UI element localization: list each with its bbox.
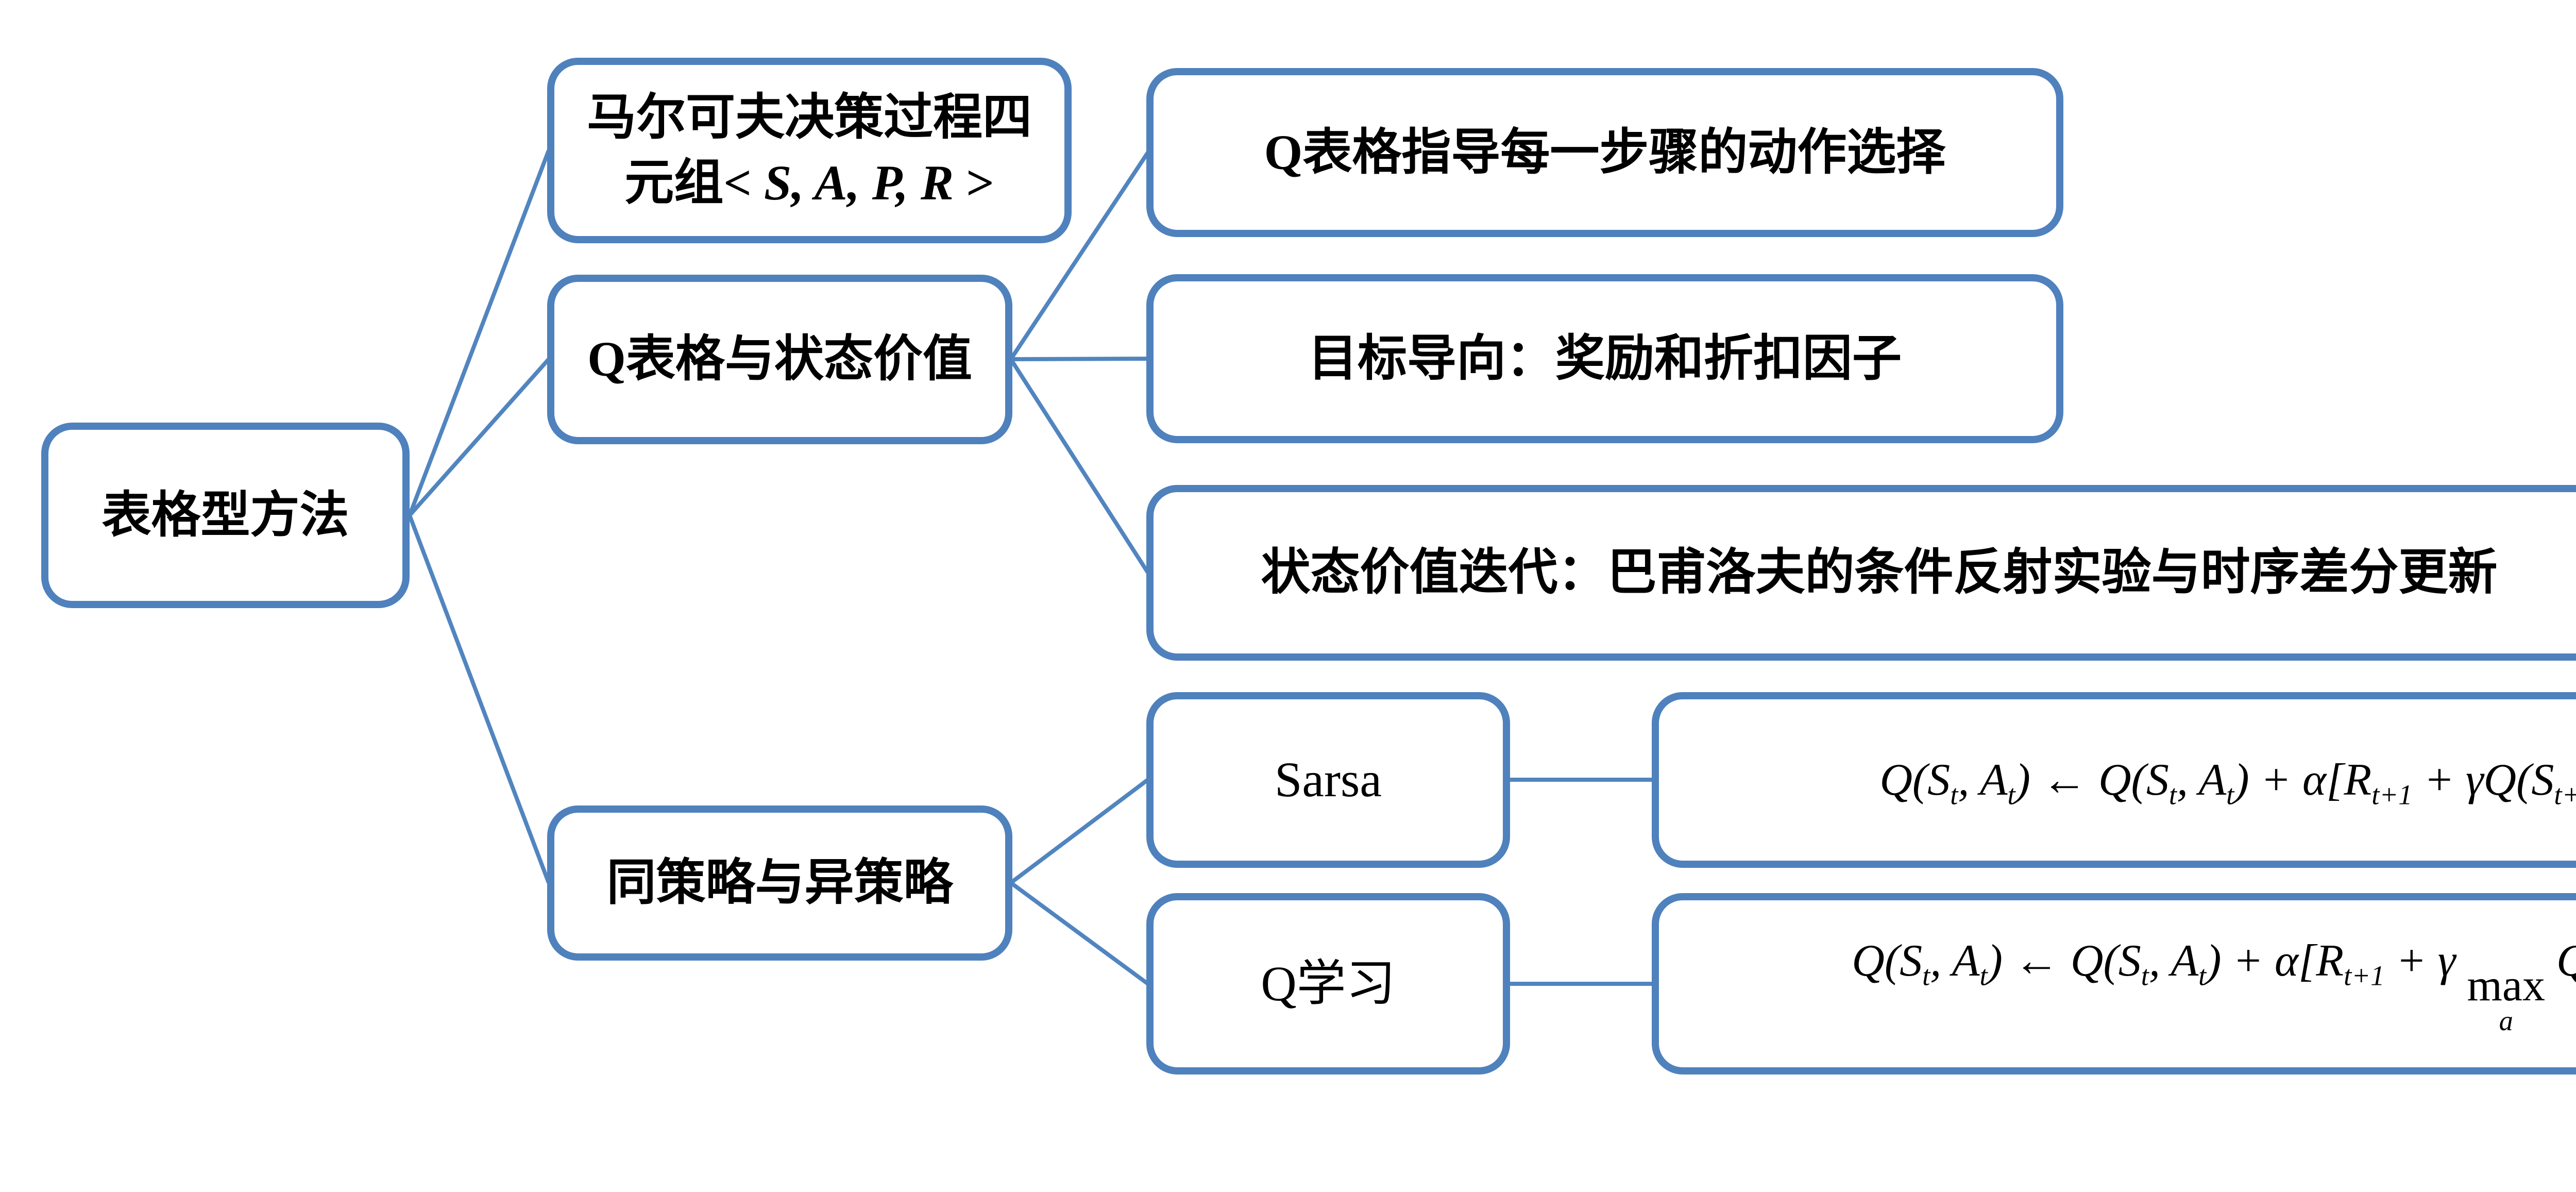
node-root: 表格型方法: [41, 423, 410, 608]
connector-qtable-guide: [1009, 151, 1150, 361]
node-onpolicy-offpolicy-label: 同策略与异策略: [606, 855, 953, 911]
node-qtable-statevalue-label: Q表格与状态价值: [587, 331, 972, 387]
node-qtable-statevalue: Q表格与状态价值: [547, 275, 1012, 444]
node-qlearning-label: Q学习: [1261, 955, 1396, 1011]
node-goal-oriented-label: 目标导向：奖励和折扣因子: [1308, 330, 1902, 386]
connector-root-mdp: [408, 149, 551, 516]
node-mdp-tuple-label: 马尔可夫决策过程四 元组< S, A, P, R >: [587, 85, 1032, 215]
connector-policy-sarsa: [1009, 778, 1149, 885]
node-onpolicy-offpolicy: 同策略与异策略: [547, 805, 1012, 961]
node-sarsa-label: Sarsa: [1275, 752, 1382, 808]
node-qlearning: Q学习: [1146, 893, 1510, 1075]
node-root-label: 表格型方法: [101, 487, 349, 543]
node-goal-oriented: 目标导向：奖励和折扣因子: [1146, 274, 2063, 443]
node-mdp-tuple: 马尔可夫决策过程四 元组< S, A, P, R >: [547, 58, 1072, 243]
node-sarsa-formula: Q(St, At) ← Q(St, At) + α[Rt+1 + γQ(St+1…: [1652, 692, 2576, 868]
sarsa-update-formula: Q(St, At) ← Q(St, At) + α[Rt+1 + γQ(St+1…: [1879, 754, 2576, 811]
node-qtable-guide-label: Q表格指导每一步骤的动作选择: [1264, 124, 1946, 180]
node-value-iteration: 状态价值迭代：巴甫洛夫的条件反射实验与时序差分更新: [1146, 485, 2576, 661]
connector-qtable-valueiter: [1009, 358, 1150, 574]
connector-policy-qlearning: [1009, 881, 1149, 986]
mdp-line1: 马尔可夫决策过程四: [587, 90, 1032, 145]
mdp-line2: 元组< S, A, P, R >: [624, 155, 994, 210]
node-value-iteration-label: 状态价值迭代：巴甫洛夫的条件反射实验与时序差分更新: [1261, 545, 2498, 600]
node-sarsa: Sarsa: [1146, 692, 1510, 868]
connector-root-policy: [408, 514, 551, 884]
node-qtable-guide: Q表格指导每一步骤的动作选择: [1146, 68, 2063, 237]
connector-root-qtable: [408, 358, 550, 517]
mdp-tuple-vars: S, A, P, R: [764, 155, 954, 210]
